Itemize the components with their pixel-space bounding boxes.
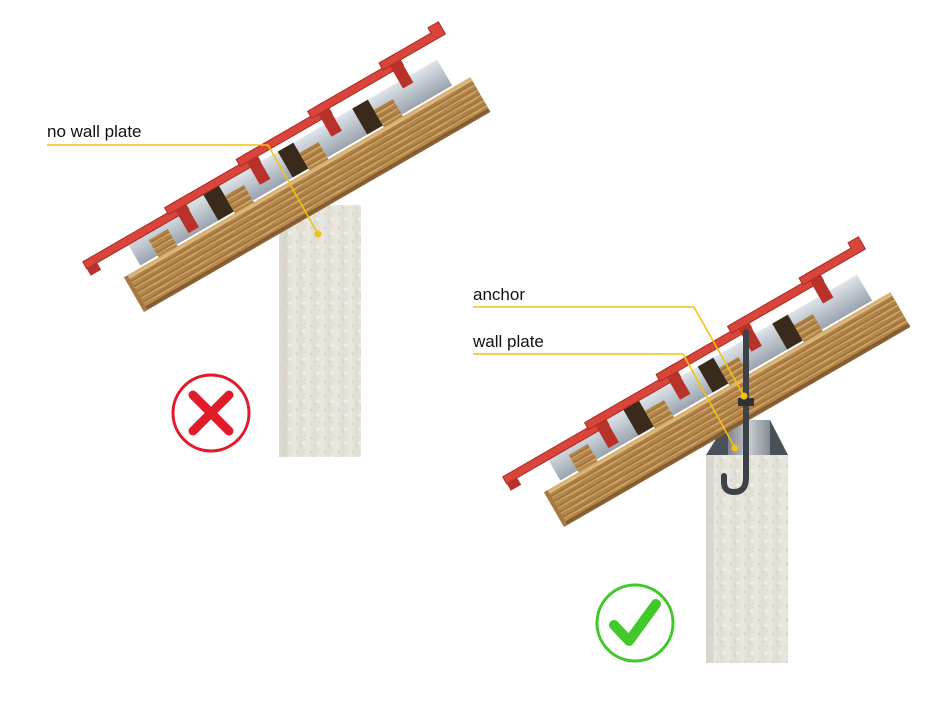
anchor-label: anchor: [473, 285, 525, 304]
left-diagram: [47, 21, 491, 457]
wall-plate-label: wall plate: [473, 332, 544, 351]
wall-plate-dot: [731, 444, 739, 452]
anchor-leader: [473, 306, 745, 397]
no-wall-plate-label: no wall plate: [47, 122, 142, 141]
anchor: [721, 329, 754, 496]
right-roof: [502, 236, 911, 527]
no-wall-plate-dot: [314, 230, 322, 238]
anchor-dot: [740, 392, 748, 400]
cross-icon: [171, 373, 251, 453]
right-rafter: [544, 292, 911, 527]
right-tiles: [502, 236, 867, 485]
left-roof: [82, 21, 491, 312]
right-wall: [706, 455, 788, 663]
left-tiles: [82, 21, 447, 270]
no-wall-plate-leader: [47, 144, 319, 235]
left-rafter: [124, 77, 491, 312]
right-diagram: [473, 236, 911, 663]
left-wall: [279, 205, 361, 457]
checkmark-icon: [595, 583, 675, 663]
wall-plate-leader: [473, 353, 736, 449]
